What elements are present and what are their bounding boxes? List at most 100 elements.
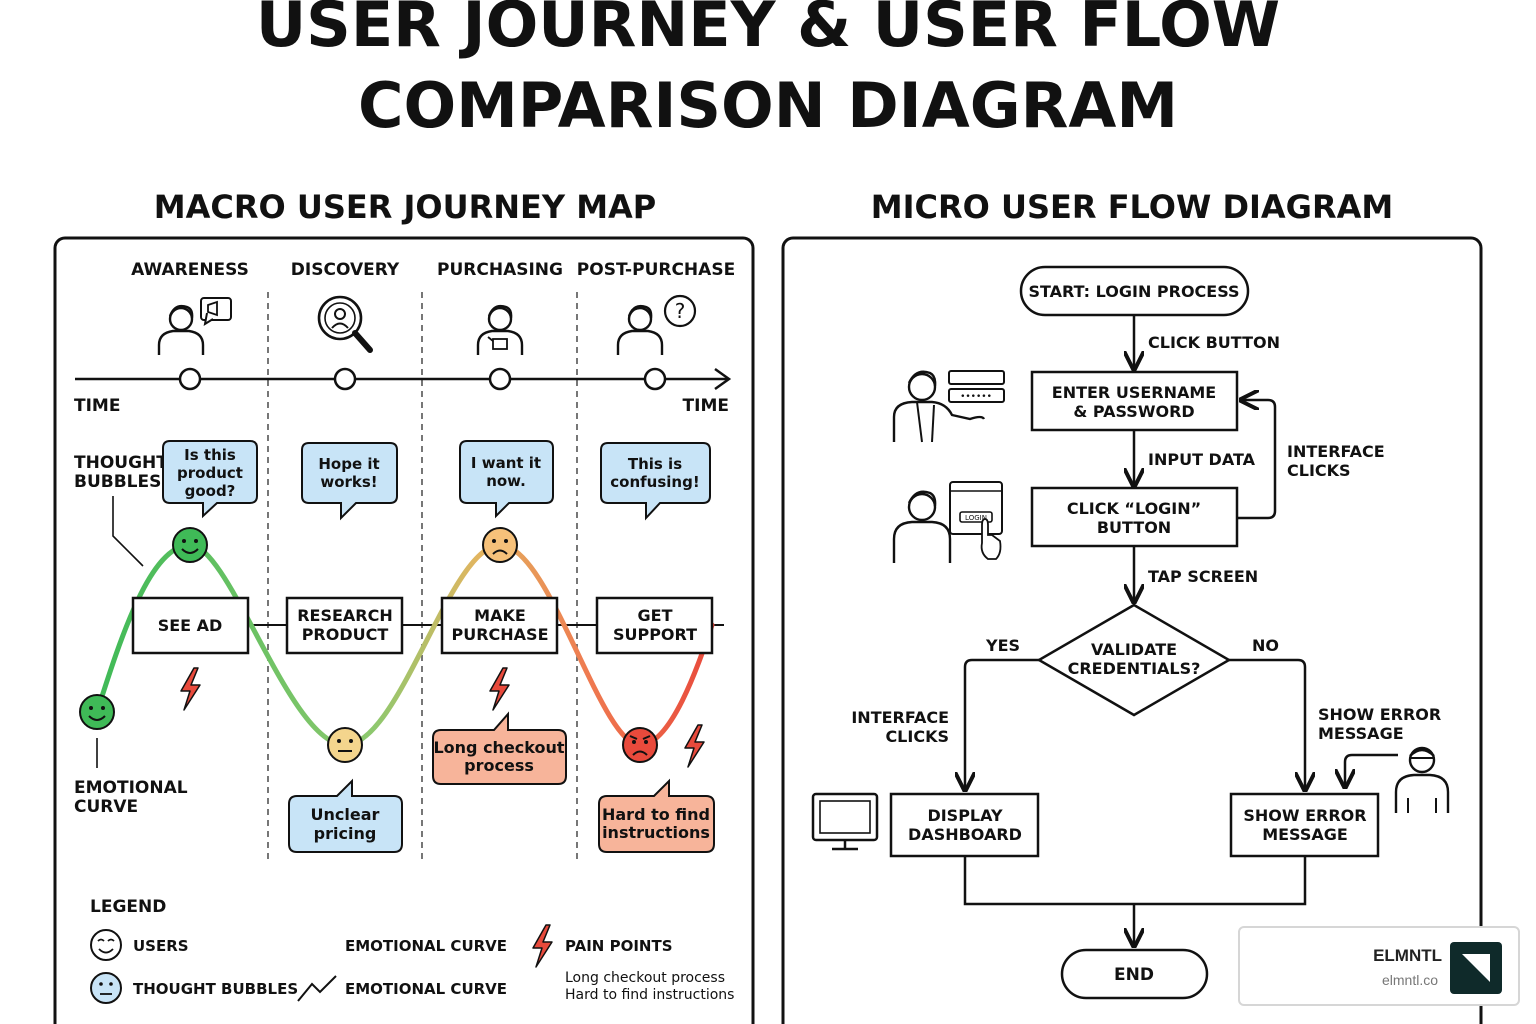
legend-pain-2: Hard to find instructions <box>565 987 734 1003</box>
trend-line-icon <box>297 975 337 1002</box>
brand-badge[interactable]: ELMNTL elmntl.co <box>1238 926 1520 1006</box>
thought-text: confusing! <box>610 473 699 491</box>
flow-label-no: NO <box>1252 636 1279 655</box>
thought-text: I want it <box>471 454 541 472</box>
title-line-1: USER JOURNEY & USER FLOW <box>256 0 1280 61</box>
stage-awareness: AWARENESS <box>131 260 249 280</box>
flow-label-input-data: INPUT DATA <box>1148 450 1256 469</box>
flow-label-interface-clicks: CLICKS <box>1287 461 1351 480</box>
legend-pain-points: PAIN POINTS <box>565 937 673 955</box>
legend-emotional-curve-1: EMOTIONAL CURVE <box>345 937 507 955</box>
legend-emotional-curve-2: EMOTIONAL CURVE <box>345 980 507 998</box>
user-megaphone-icon <box>157 297 232 357</box>
svg-text:SHOW ERROR: SHOW ERROR <box>1243 806 1366 825</box>
stage-discovery: DISCOVERY <box>291 260 400 280</box>
lightning-bolt-icon <box>489 667 510 711</box>
svg-text:MESSAGE: MESSAGE <box>1262 825 1348 844</box>
svg-text:ENTER USERNAME: ENTER USERNAME <box>1052 383 1216 402</box>
user-alert-icon <box>1394 746 1450 813</box>
thought-bubble: Hope it works! <box>301 442 398 521</box>
time-axis-arrow <box>714 367 732 391</box>
flow-yes-arrow <box>965 658 1039 790</box>
svg-text:instructions: instructions <box>602 823 710 842</box>
time-marker <box>333 367 357 391</box>
svg-text:Long checkout: Long checkout <box>433 738 564 757</box>
journey-heading: MACRO USER JOURNEY MAP <box>154 188 657 226</box>
monitor-icon <box>811 792 879 851</box>
happy-face-icon <box>172 527 208 563</box>
brand-logo-icon <box>1450 942 1502 994</box>
journey-panel <box>53 236 755 1024</box>
user-typing-icon: •••••• <box>892 370 1005 443</box>
svg-text:BUTTON: BUTTON <box>1097 518 1171 537</box>
time-label-right: TIME <box>683 396 729 416</box>
thought-bubble: This is confusing! <box>600 442 711 521</box>
flow-loop-arrow <box>1237 400 1277 520</box>
stage-purchasing: PURCHASING <box>437 260 563 280</box>
stage-post-purchase: POST-PURCHASE <box>577 260 735 280</box>
svg-text:GET: GET <box>638 606 673 625</box>
pain-callout-hard-to-find: Hard to find instructions <box>598 778 715 853</box>
flow-label-tap-screen: TAP SCREEN <box>1148 567 1258 586</box>
flow-node-display-dashboard: DISPLAY DASHBOARD <box>889 792 1040 858</box>
flow-panel <box>781 236 1483 1024</box>
brand-name: ELMNTL <box>1373 946 1442 965</box>
flow-start-node: START: LOGIN PROCESS <box>1019 265 1250 317</box>
svg-text:PRODUCT: PRODUCT <box>302 625 389 644</box>
svg-text:END: END <box>1114 965 1154 985</box>
svg-text:VALIDATE: VALIDATE <box>1091 640 1177 659</box>
happy-face-icon <box>79 694 115 730</box>
flow-node-enter-credentials: ENTER USERNAME & PASSWORD <box>1030 370 1239 432</box>
flow-no-arrow <box>1229 658 1305 790</box>
flow-label-interface-clicks-left: INTERFACE <box>851 708 949 727</box>
flow-merge-line <box>963 856 1307 906</box>
flow-label-yes: YES <box>985 636 1020 655</box>
time-label-left: TIME <box>74 396 120 416</box>
legend-pain-1: Long checkout process <box>565 970 725 986</box>
svg-text:SUPPORT: SUPPORT <box>613 625 697 644</box>
thought-text: product <box>177 464 243 482</box>
legend-thought-bubbles: THOUGHT BUBBLES <box>133 980 298 998</box>
flow-end-node: END <box>1060 948 1209 1000</box>
step-box-make-purchase: MAKE PURCHASE <box>440 596 559 655</box>
journey-map: AWARENESS DISCOVERY PURCHASING POST-PURC… <box>74 260 735 1004</box>
flow-node-show-error: SHOW ERROR MESSAGE <box>1229 792 1380 858</box>
legend-users: USERS <box>133 937 189 955</box>
svg-text:DASHBOARD: DASHBOARD <box>908 825 1022 844</box>
thought-label-line-1: THOUGHT <box>74 453 168 473</box>
emotion-label-line-1: EMOTIONAL <box>74 778 188 798</box>
step-box-research-product: RESEARCH PRODUCT <box>285 596 404 655</box>
svg-text:START: LOGIN PROCESS: START: LOGIN PROCESS <box>1028 282 1239 301</box>
main-title: USER JOURNEY & USER FLOW COMPARISON DIAG… <box>256 0 1280 142</box>
svg-text:process: process <box>464 756 534 775</box>
svg-text:SEE AD: SEE AD <box>158 616 223 635</box>
user-question-icon: ? <box>616 294 697 357</box>
flow-label-click-button: CLICK BUTTON <box>1148 333 1280 352</box>
flow-decision-validate: VALIDATE CREDENTIALS? <box>1036 603 1232 717</box>
svg-text:Unclear: Unclear <box>311 805 380 824</box>
thought-label-line-2: BUBBLES <box>74 472 161 492</box>
time-marker <box>488 367 512 391</box>
svg-text:PURCHASE: PURCHASE <box>451 625 548 644</box>
step-box-see-ad: SEE AD <box>131 596 250 655</box>
emotion-label-line-2: CURVE <box>74 797 138 817</box>
flow-label-show-error: MESSAGE <box>1318 724 1404 743</box>
time-marker <box>643 367 667 391</box>
smile-outline-icon <box>90 929 122 961</box>
thought-text: works! <box>320 473 377 491</box>
svg-text:?: ? <box>675 299 686 323</box>
flow-node-click-login: CLICK “LOGIN” BUTTON <box>1030 486 1239 548</box>
flow-error-pointer-arrow <box>1345 753 1398 787</box>
time-marker <box>178 367 202 391</box>
flow-label-show-error: SHOW ERROR <box>1318 705 1441 724</box>
sad-face-icon <box>482 527 518 563</box>
lightning-bolt-icon <box>532 924 553 968</box>
lightning-bolt-icon <box>684 724 705 768</box>
flow-heading: MICRO USER FLOW DIAGRAM <box>871 188 1393 226</box>
legend: LEGEND USERS THOUGHT BUBBLES EMOTIONAL C… <box>90 897 734 1004</box>
thought-text: Is this <box>184 446 236 464</box>
lightning-bolt-icon <box>180 667 201 711</box>
thought-text: Hope it <box>318 455 379 473</box>
